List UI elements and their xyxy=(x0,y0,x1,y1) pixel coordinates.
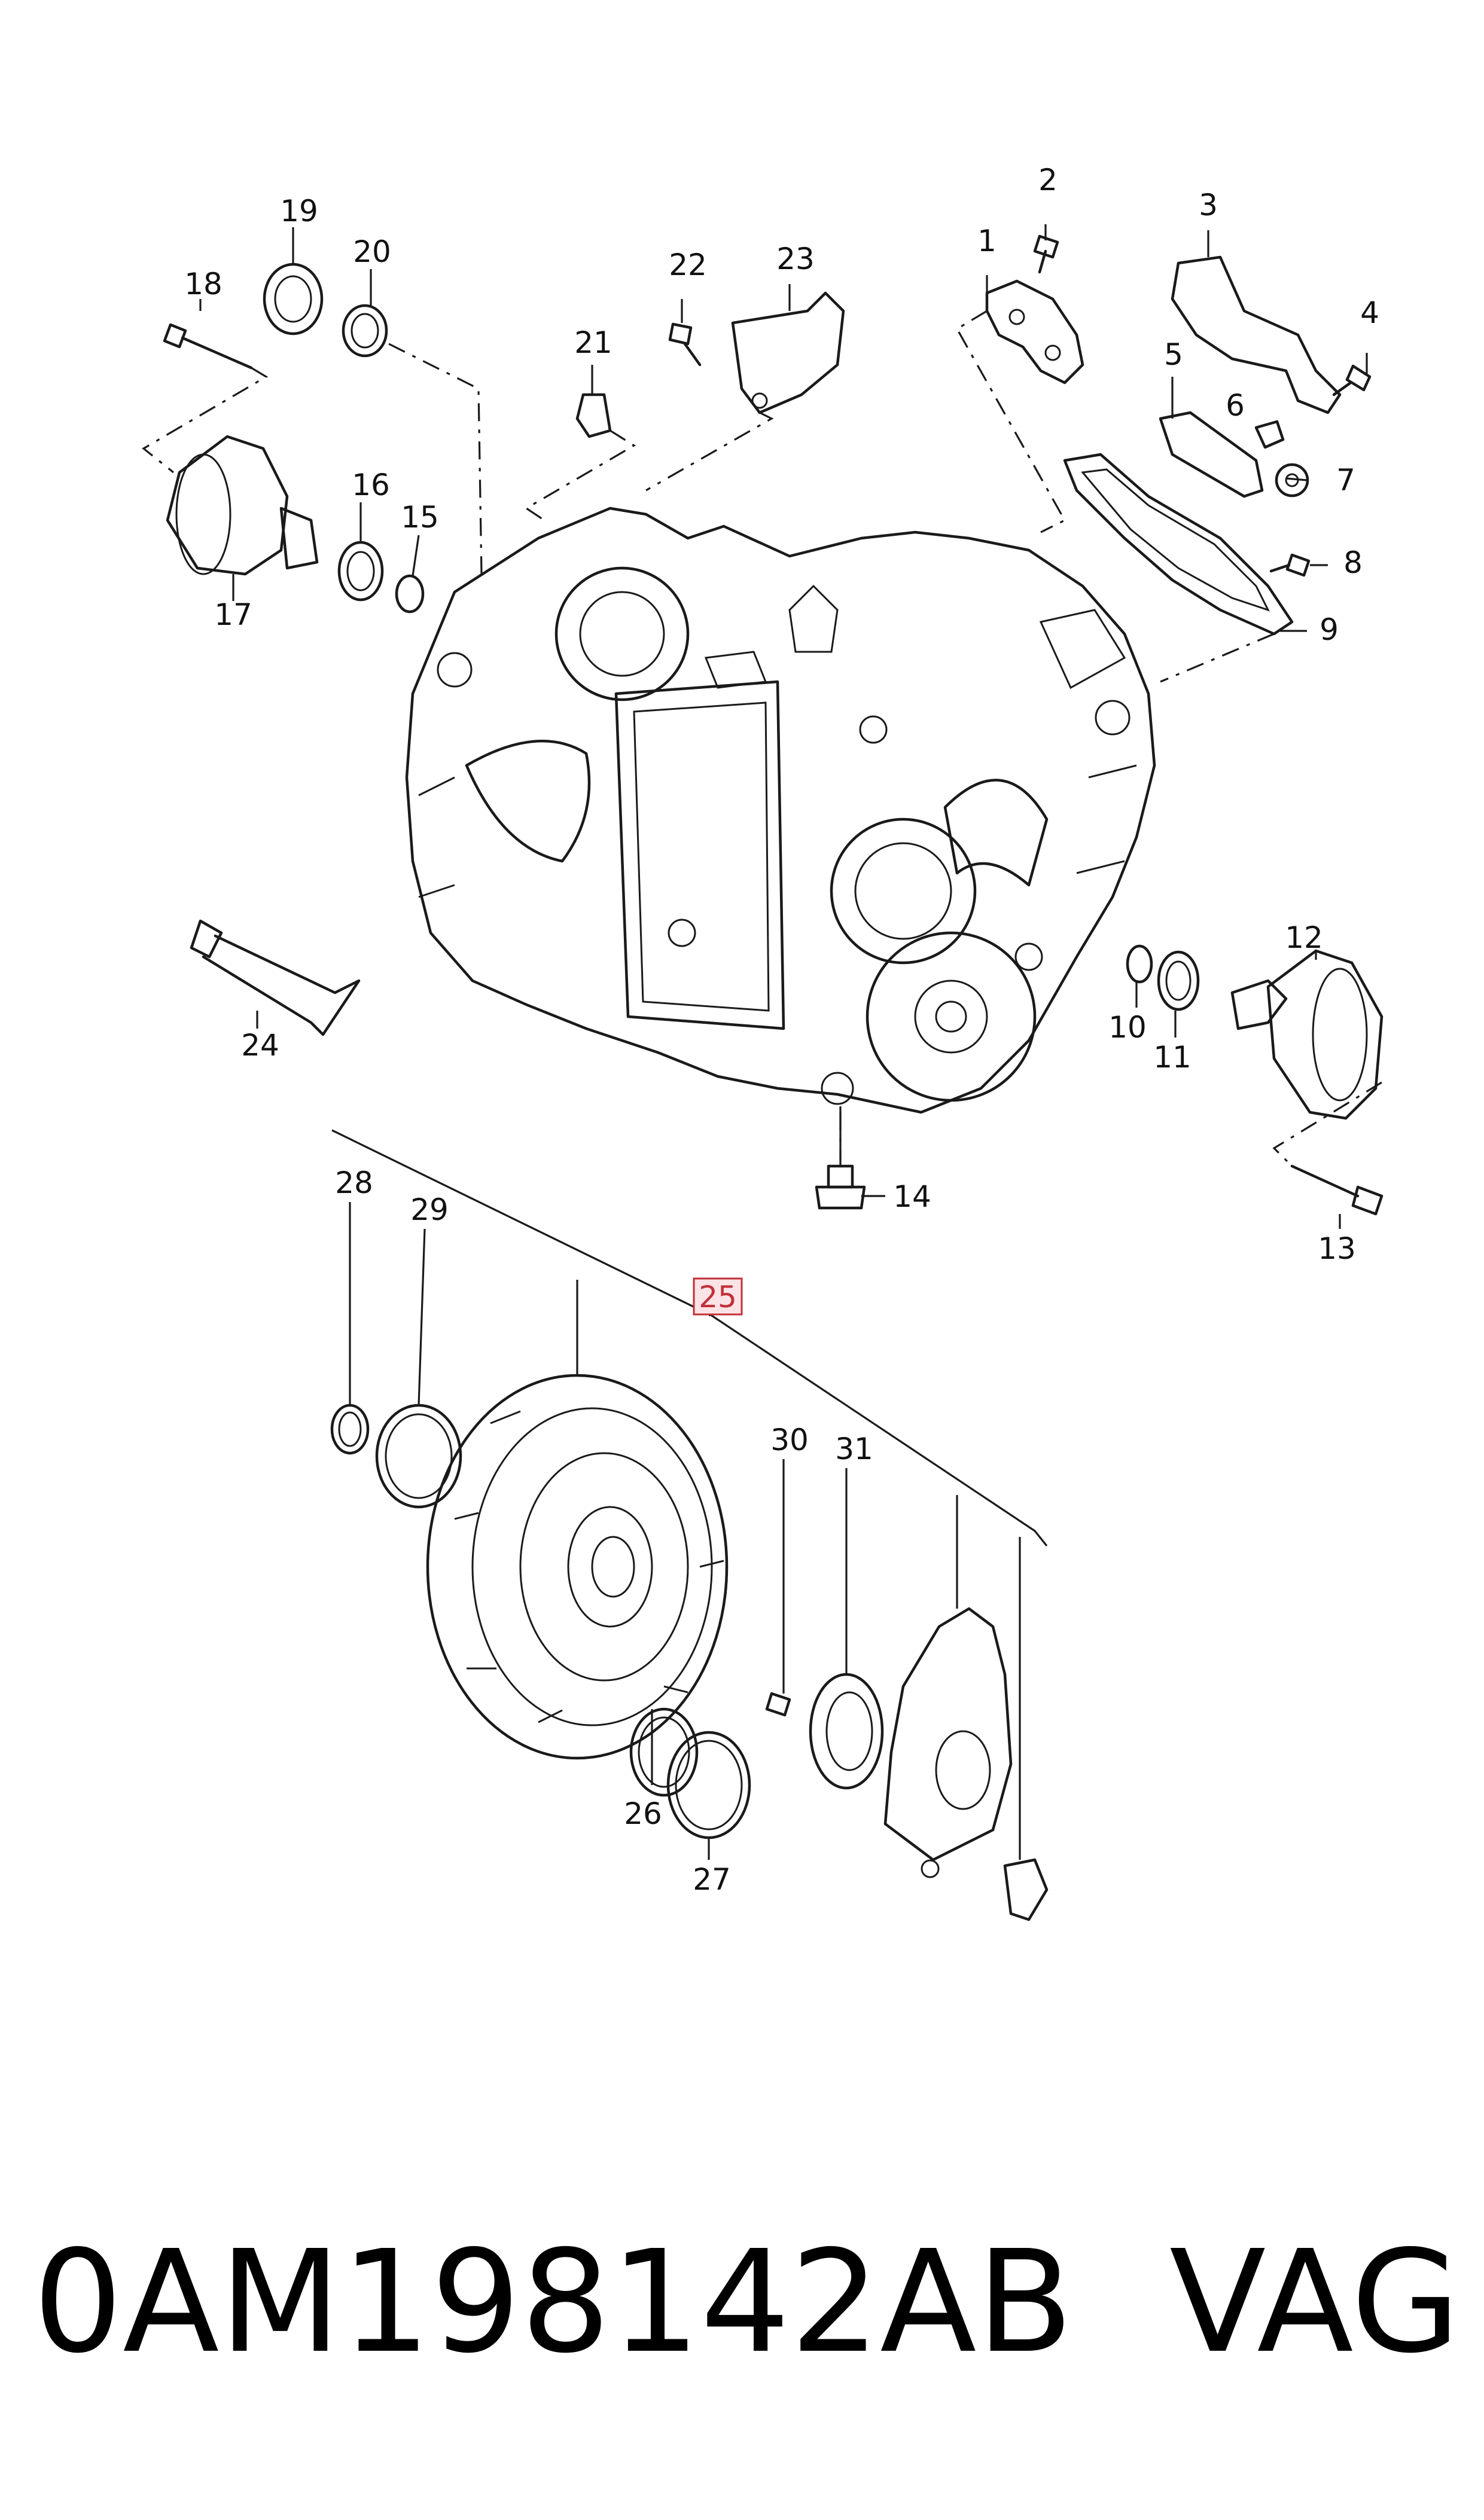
part-6-bolt xyxy=(1254,420,1285,449)
part-29-ring xyxy=(375,1404,462,1509)
part-16-seal xyxy=(337,541,384,602)
callout-1: 1 xyxy=(977,224,997,258)
part-30-bolt xyxy=(765,1692,791,1717)
leader-lines xyxy=(199,224,1368,1860)
callout-13: 13 xyxy=(1318,1231,1356,1266)
callout-12: 12 xyxy=(1285,920,1323,955)
gearbox-housing xyxy=(405,507,1156,1114)
assembly-lines xyxy=(142,310,1382,1167)
part-4-bolt xyxy=(1332,364,1372,396)
callout-21: 21 xyxy=(574,325,613,360)
part-1-bracket xyxy=(985,279,1084,385)
part-2-bolt xyxy=(1033,234,1059,274)
callout-15: 15 xyxy=(401,500,439,535)
callout-10: 10 xyxy=(1108,1010,1147,1045)
part-3-bracket xyxy=(1171,255,1342,414)
part-27-ring xyxy=(666,1731,751,1839)
callout-17: 17 xyxy=(214,597,252,632)
part-8-bolt xyxy=(1269,553,1311,577)
part-20-seal xyxy=(342,304,388,358)
callout-26: 26 xyxy=(624,1796,662,1831)
callout-19: 19 xyxy=(280,194,318,228)
part-26-ring xyxy=(629,1707,699,1797)
callout-22: 22 xyxy=(669,248,707,282)
part-15-circlip xyxy=(395,574,425,614)
callout-16: 16 xyxy=(352,468,390,502)
part-clutch-pack xyxy=(426,1374,729,1760)
part-23-bracket xyxy=(731,291,845,414)
callout-28: 28 xyxy=(335,1166,373,1200)
part-9-cover xyxy=(1063,453,1294,636)
part-release-bearing xyxy=(883,1607,1013,1878)
part-22-bolt xyxy=(668,322,702,367)
part-sensor xyxy=(1003,1858,1049,1921)
part-number: 0AM198142AB xyxy=(33,2220,1074,2384)
part-28-ring xyxy=(330,1404,370,1455)
part-10-circlip xyxy=(1126,944,1153,984)
part-13-bolt xyxy=(1290,1164,1384,1216)
part-5-plate xyxy=(1159,411,1264,498)
part-21-clip xyxy=(575,393,612,438)
callout-29: 29 xyxy=(410,1192,449,1227)
callout-20: 20 xyxy=(353,234,391,269)
callout-25: 25 xyxy=(699,1280,737,1314)
callout-8: 8 xyxy=(1343,545,1363,580)
callout-2: 2 xyxy=(1038,163,1058,197)
part-14-plug xyxy=(815,1164,866,1210)
callout-4: 4 xyxy=(1360,295,1379,330)
callout-labels: 1 2 3 4 5 6 7 8 9 10 11 12 13 14 16 15 1… xyxy=(184,163,1379,1897)
part-11-seal xyxy=(1157,950,1200,1011)
callout-18: 18 xyxy=(184,267,223,301)
callout-25-box xyxy=(693,1277,743,1316)
brand-name: VAG xyxy=(1169,2220,1461,2384)
part-12-flange xyxy=(1230,949,1384,1120)
callout-14: 14 xyxy=(893,1179,931,1214)
callout-11: 11 xyxy=(1153,1040,1192,1075)
callout-24: 24 xyxy=(241,1028,279,1063)
callout-27: 27 xyxy=(693,1862,731,1897)
part-24-grease-tube xyxy=(190,919,361,1036)
part-18-bolt xyxy=(163,323,253,370)
callout-9: 9 xyxy=(1320,612,1339,647)
part-19-seal xyxy=(263,263,324,335)
part-31-seal xyxy=(809,1673,884,1790)
callout-3: 3 xyxy=(1199,188,1218,222)
callout-5: 5 xyxy=(1164,337,1183,372)
part-17-flange xyxy=(166,435,319,576)
callout-6: 6 xyxy=(1226,388,1245,423)
callout-7: 7 xyxy=(1336,463,1355,498)
callout-30: 30 xyxy=(770,1423,809,1457)
callout-23: 23 xyxy=(776,242,815,276)
callout-31: 31 xyxy=(835,1432,873,1466)
